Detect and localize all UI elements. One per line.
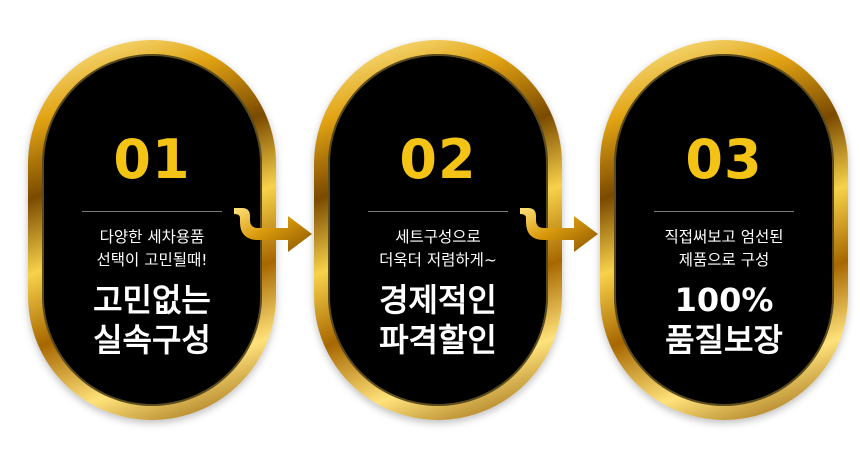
divider	[82, 211, 222, 212]
step-card-3-body: 03 직접써보고 엄선된 제품으로 구성 100% 품질보장	[614, 54, 834, 406]
step-number: 03	[685, 128, 763, 191]
step-number: 02	[399, 128, 477, 191]
step-description: 다양한 세차용품 선택이 고민될때!	[42, 226, 262, 272]
step-headline-line: 품질보장	[665, 321, 783, 359]
step-card-2: 02 세트구성으로 더욱더 저렴하게~ 경제적인 파격할인	[314, 40, 562, 420]
step-description-line: 세트구성으로	[395, 228, 481, 246]
divider	[654, 211, 794, 212]
step-card-2-body: 02 세트구성으로 더욱더 저렴하게~ 경제적인 파격할인	[328, 54, 548, 406]
step-card-1: 01 다양한 세차용품 선택이 고민될때! 고민없는 실속구성	[28, 40, 276, 420]
step-description-line: 더욱더 저렴하게~	[379, 251, 497, 269]
step-description: 세트구성으로 더욱더 저렴하게~	[328, 226, 548, 272]
step-card-1-body: 01 다양한 세차용품 선택이 고민될때! 고민없는 실속구성	[42, 54, 262, 406]
step-description-line: 제품으로 구성	[678, 251, 770, 269]
divider	[368, 211, 508, 212]
step-description-line: 직접써보고 엄선된	[664, 228, 784, 246]
step-headline-line: 경제적인	[379, 281, 497, 319]
step-description-line: 다양한 세차용품	[99, 228, 205, 246]
step-headline-line: 실속구성	[93, 321, 211, 359]
step-headline-line: 100%	[674, 281, 774, 319]
step-headline-line: 파격할인	[379, 321, 497, 359]
step-description: 직접써보고 엄선된 제품으로 구성	[614, 226, 834, 272]
step-headline: 100% 품질보장	[614, 280, 834, 360]
step-headline-line: 고민없는	[93, 281, 211, 319]
step-number: 01	[113, 128, 191, 191]
step-headline: 고민없는 실속구성	[42, 280, 262, 360]
step-card-3: 03 직접써보고 엄선된 제품으로 구성 100% 품질보장	[600, 40, 848, 420]
arrow-right-icon	[234, 208, 312, 252]
step-description-line: 선택이 고민될때!	[96, 251, 208, 269]
step-headline: 경제적인 파격할인	[328, 280, 548, 360]
arrow-right-icon	[520, 208, 598, 252]
